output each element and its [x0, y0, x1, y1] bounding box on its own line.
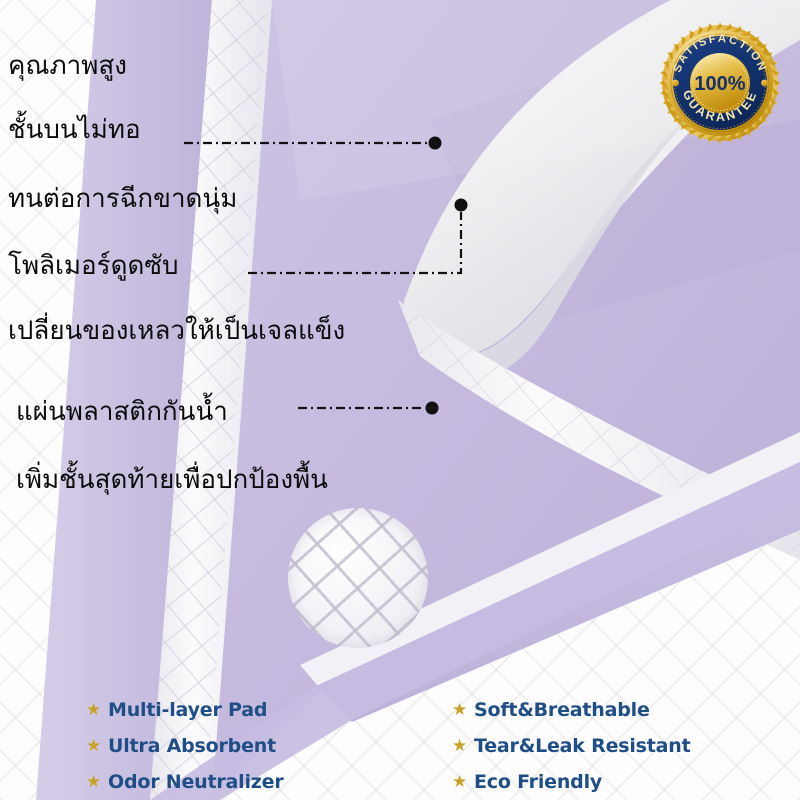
- pad-highlight-top: [272, 0, 800, 200]
- star-icon: ★: [86, 699, 102, 720]
- thai-line-final-layer-floor-protection: เพิ่มชั้นสุดท้ายเพื่อปกป้องพื้น: [16, 465, 328, 495]
- feature-list: ★ Multi-layer Pad ★ Ultra Absorbent ★ Od…: [0, 692, 800, 800]
- feature-item-soft-breathable: ★ Soft&Breathable: [452, 692, 691, 728]
- pad-edge-left-lavender: [36, 0, 212, 800]
- badge-center-disc: [690, 53, 750, 113]
- thai-line-tear-resistant-soft: ทนต่อการฉีกขาดนุ่ม: [8, 184, 238, 214]
- feature-item-multi-layer-pad: ★ Multi-layer Pad: [86, 692, 284, 728]
- magnifier-inset-quilt-detail: [288, 508, 428, 648]
- thai-line-absorbent-polymer: โพลิเมอร์ดูดซับ: [8, 251, 179, 281]
- pad-bottom-edge: [150, 462, 800, 800]
- feature-column-left: ★ Multi-layer Pad ★ Ultra Absorbent ★ Od…: [86, 692, 284, 800]
- star-icon: ★: [86, 735, 102, 756]
- pad-bottom-white-core: [300, 432, 800, 700]
- star-icon: ★: [452, 735, 468, 756]
- feature-label: Odor Neutralizer: [108, 771, 284, 793]
- thai-line-nonwoven-top-layer: ชั้นบนไม่ทอ: [8, 115, 141, 145]
- badge-rivet-right: [761, 79, 768, 87]
- feature-label: Multi-layer Pad: [108, 699, 268, 721]
- feature-item-tear-leak-resistant: ★ Tear&Leak Resistant: [452, 728, 691, 764]
- satisfaction-guarantee-badge: SATISFACTION GUARANTEE 100%: [659, 22, 781, 144]
- star-icon: ★: [452, 771, 468, 792]
- badge-center-text: 100%: [694, 73, 745, 95]
- badge-rivet-left: [672, 79, 679, 87]
- badge-center-dotted-ring: [692, 55, 748, 111]
- feature-label: Tear&Leak Resistant: [474, 735, 691, 757]
- feature-item-ultra-absorbent: ★ Ultra Absorbent: [86, 728, 284, 764]
- star-icon: ★: [86, 771, 102, 792]
- pad-flap-fold: [430, 104, 700, 379]
- thai-line-waterproof-plastic-sheet: แผ่นพลาสติกกันน้ำ: [16, 397, 228, 427]
- feature-label: Soft&Breathable: [474, 699, 650, 721]
- star-icon: ★: [452, 699, 468, 720]
- thai-line-liquid-to-gel: เปลี่ยนของเหลวให้เป็นเจลแข็ง: [8, 316, 346, 346]
- thai-line-high-quality: คุณภาพสูง: [8, 51, 127, 81]
- feature-column-right: ★ Soft&Breathable ★ Tear&Leak Resistant …: [452, 692, 691, 800]
- feature-item-eco-friendly: ★ Eco Friendly: [452, 764, 691, 800]
- feature-label: Eco Friendly: [474, 771, 603, 793]
- feature-label: Ultra Absorbent: [108, 735, 276, 757]
- feature-item-odor-neutralizer: ★ Odor Neutralizer: [86, 764, 284, 800]
